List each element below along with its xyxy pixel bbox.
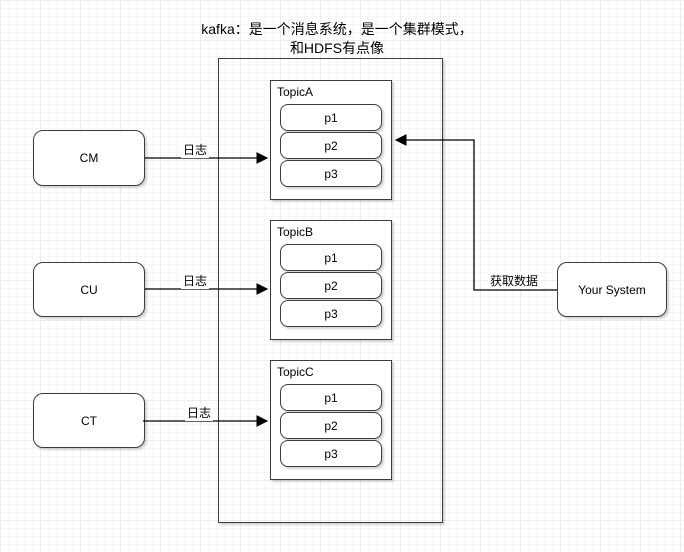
topic-a-partition-1[interactable]: p1: [280, 104, 382, 131]
edge-label-ct-topic-c: 日志: [184, 404, 214, 421]
node-cm[interactable]: CM: [33, 130, 145, 186]
topic-a[interactable]: TopicA p1 p2 p3: [270, 80, 392, 200]
topic-b-partition-1[interactable]: p1: [280, 244, 382, 271]
node-cm-label: CM: [79, 151, 99, 165]
edge-your-system-to-topic-a[interactable]: [394, 134, 557, 291]
topic-c-partition-1[interactable]: p1: [280, 384, 382, 411]
topic-c-partition-2[interactable]: p2: [280, 412, 382, 439]
topic-a-label: TopicA: [277, 85, 314, 99]
diagram-title: kafka：是一个消息系统，是一个集群模式，和HDFS有点像: [201, 21, 473, 56]
topic-b-partition-2[interactable]: p2: [280, 272, 382, 299]
kafka-cluster-container[interactable]: [218, 58, 443, 523]
node-your-system-label: Your System: [578, 282, 646, 297]
topic-a-partition-3[interactable]: p3: [280, 160, 382, 187]
topic-c-label: TopicC: [277, 365, 314, 379]
node-ct-label: CT: [81, 413, 97, 428]
topic-c[interactable]: TopicC p1 p2 p3: [270, 360, 392, 480]
node-ct[interactable]: CT: [33, 393, 145, 448]
topic-b[interactable]: TopicB p1 p2 p3: [270, 220, 392, 340]
topic-a-partition-2[interactable]: p2: [280, 132, 382, 159]
edge-label-cu-topic-b: 日志: [180, 272, 210, 289]
node-your-system[interactable]: Your System: [557, 262, 667, 317]
node-cu-label: CU: [80, 282, 98, 297]
edge-label-your-system-topic-a: 获取数据: [487, 272, 541, 289]
topic-c-partition-3[interactable]: p3: [280, 440, 382, 467]
topic-b-partition-3[interactable]: p3: [280, 300, 382, 327]
topic-b-label: TopicB: [277, 225, 314, 239]
edge-label-cm-topic-a: 日志: [180, 141, 210, 158]
node-cu[interactable]: CU: [33, 262, 145, 317]
